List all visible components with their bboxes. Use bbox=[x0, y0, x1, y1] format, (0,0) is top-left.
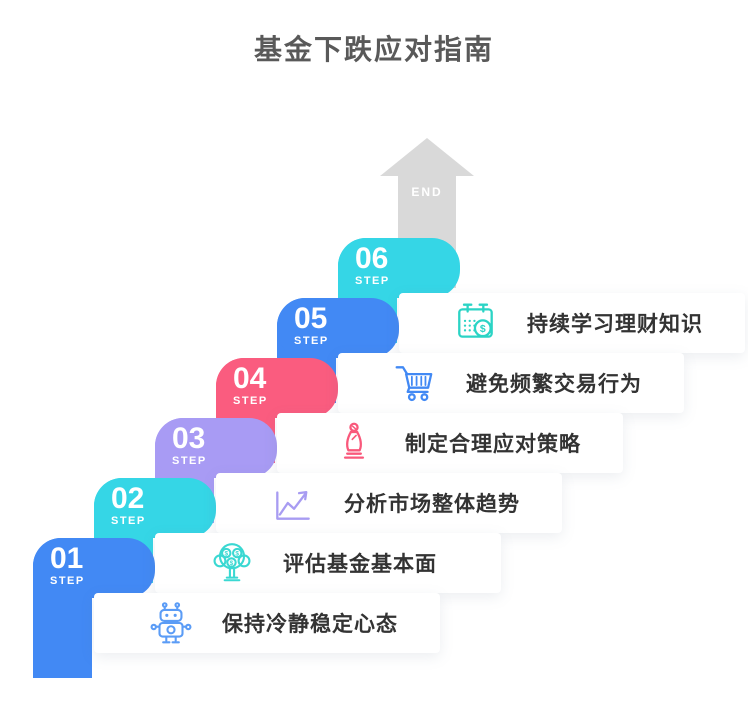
svg-text:$: $ bbox=[224, 550, 228, 557]
step-number: 03 bbox=[172, 422, 206, 455]
step-word: STEP bbox=[233, 395, 268, 407]
step-row-1: 保持冷静稳定心态 bbox=[94, 593, 440, 653]
step-row-4: 制定合理应对策略 bbox=[277, 413, 623, 473]
page-title: 基金下跌应对指南 bbox=[253, 34, 494, 65]
step-word: STEP bbox=[111, 515, 146, 527]
shopping-cart-icon bbox=[392, 360, 438, 406]
step-label: 分析市场整体趋势 bbox=[344, 493, 520, 516]
step-label: 评估基金基本面 bbox=[283, 553, 437, 576]
step-block-04: 04 STEP bbox=[216, 358, 338, 518]
step-word: STEP bbox=[294, 335, 329, 347]
step-number: 05 bbox=[294, 302, 328, 335]
chess-bishop-icon bbox=[331, 420, 377, 466]
end-label: END bbox=[411, 185, 443, 199]
svg-text:$: $ bbox=[230, 560, 234, 567]
step-block-cap: 01 STEP bbox=[33, 538, 155, 598]
step-row-5: 避免频繁交易行为 bbox=[338, 353, 684, 413]
svg-text:$: $ bbox=[235, 550, 239, 557]
step-number: 01 bbox=[50, 542, 84, 575]
step-row-3: 分析市场整体趋势 bbox=[216, 473, 562, 533]
calendar-dollar-icon: $ bbox=[453, 300, 499, 346]
step-block-cap: 03 STEP bbox=[155, 418, 277, 478]
step-label: 保持冷静稳定心态 bbox=[222, 613, 398, 636]
trend-chart-icon bbox=[270, 480, 316, 526]
step-word: STEP bbox=[172, 455, 207, 467]
step-word: STEP bbox=[50, 575, 85, 587]
step-number: 02 bbox=[111, 482, 145, 515]
step-label: 持续学习理财知识 bbox=[527, 313, 703, 336]
step-row-6: $ 持续学习理财知识 bbox=[399, 293, 745, 353]
step-label: 避免频繁交易行为 bbox=[466, 373, 642, 396]
robot-icon bbox=[148, 600, 194, 646]
step-block-cap: 05 STEP bbox=[277, 298, 399, 358]
step-number: 06 bbox=[355, 242, 389, 275]
step-block-01: 01 STEP bbox=[33, 538, 155, 698]
step-row-2: $$$ 评估基金基本面 bbox=[155, 533, 501, 593]
step-word: STEP bbox=[355, 275, 390, 287]
step-block-03: 03 STEP bbox=[155, 418, 277, 578]
end-arrow-head-icon bbox=[380, 138, 474, 176]
step-number: 04 bbox=[233, 362, 267, 395]
step-block-cap: 04 STEP bbox=[216, 358, 338, 418]
step-block-cap: 06 STEP bbox=[338, 238, 460, 298]
step-label: 制定合理应对策略 bbox=[405, 433, 581, 456]
step-block-cap: 02 STEP bbox=[94, 478, 216, 538]
svg-text:$: $ bbox=[480, 324, 486, 335]
money-tree-icon: $$$ bbox=[209, 540, 255, 586]
